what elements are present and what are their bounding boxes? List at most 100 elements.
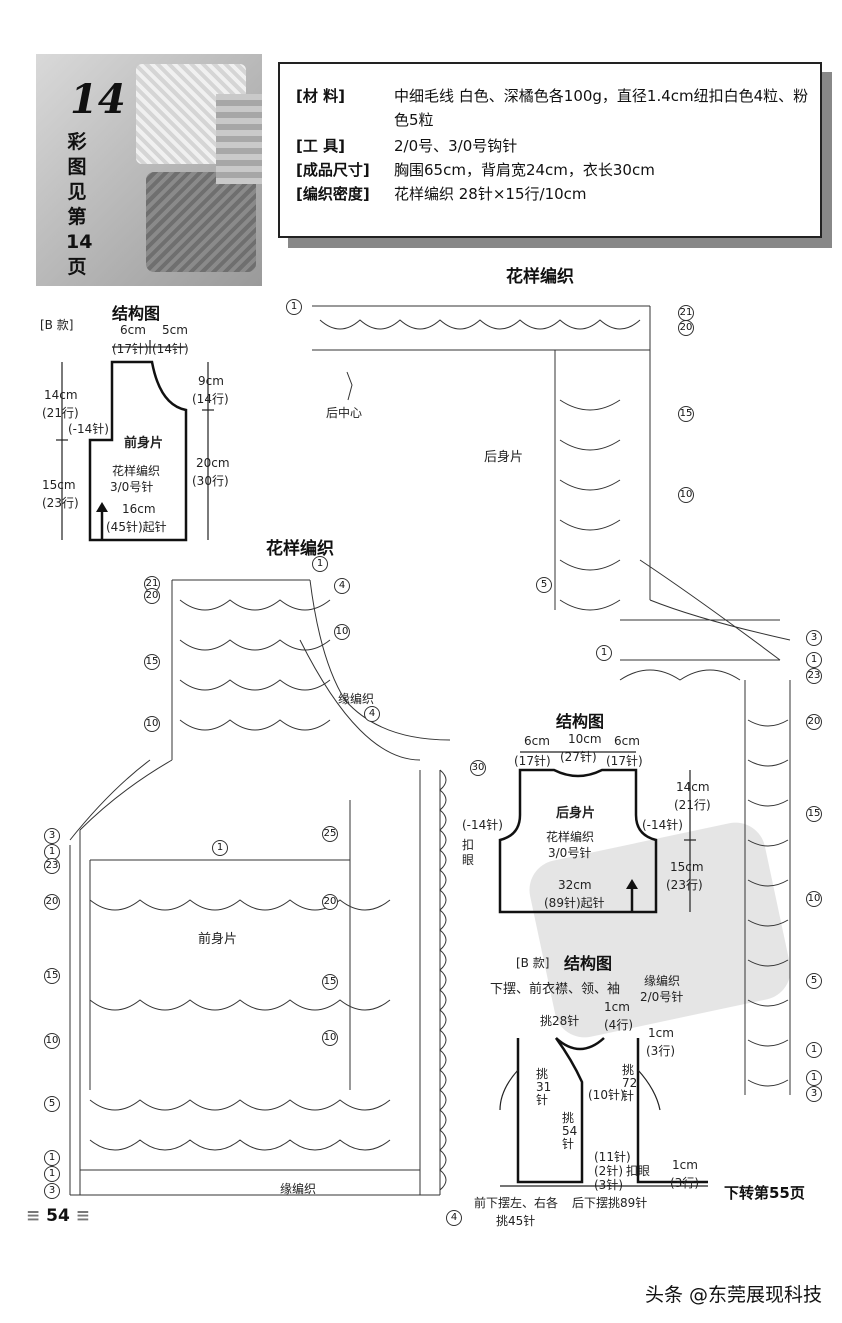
front-right2: 20cm — [196, 456, 230, 470]
row-mark: 1 — [286, 299, 302, 315]
front-dec: (-14针) — [68, 422, 109, 436]
row-mark: 1 — [44, 1150, 60, 1166]
row-mark: 20 — [322, 894, 338, 910]
row-mark: 20 — [44, 894, 60, 910]
back-bottom: 32cm — [558, 878, 592, 892]
front-chart — [69, 579, 451, 1196]
edging-s10: (10针) — [588, 1088, 625, 1102]
row-mark: 4 — [364, 706, 380, 722]
edging-c2: 1cm — [648, 1026, 674, 1040]
spec-gauge: [编织密度]花样编织 28针×15行/10cm — [296, 185, 587, 203]
edging-c3: 1cm — [672, 1158, 698, 1172]
front-stitch: 花样编织 — [112, 464, 161, 478]
row-mark: 1 — [806, 652, 822, 668]
edging-pick28: 挑28针 — [540, 1014, 580, 1028]
edging-s3: (3针) — [594, 1178, 623, 1192]
back-right1s: (21行) — [674, 798, 711, 812]
front-top1: 6cm — [120, 323, 146, 337]
row-mark: 3 — [806, 1086, 822, 1102]
edging-pick72: 挑72针 — [622, 1063, 638, 1103]
back-chart — [312, 305, 791, 1095]
edging-title: 结构图 — [564, 954, 613, 973]
edging-armhole-left — [499, 1069, 519, 1111]
back-arrow-head — [626, 879, 638, 889]
back-structure-title: 结构图 — [556, 712, 605, 731]
row-mark: 23 — [44, 858, 60, 874]
row-mark: 15 — [44, 968, 60, 984]
front-chart-piece: 前身片 — [198, 932, 238, 947]
spec-size: [成品尺寸]胸围65cm，背肩宽24cm，衣长30cm — [296, 161, 655, 179]
back-stitch: 花样编织 — [546, 830, 595, 844]
row-mark: 5 — [536, 577, 552, 593]
edging-left-front — [516, 1037, 584, 1184]
row-mark: 3 — [44, 828, 60, 844]
back-top1: 6cm — [524, 734, 550, 748]
row-mark: 10 — [806, 891, 822, 907]
row-mark: 1 — [44, 1166, 60, 1182]
front-hem-edge: 缘编织 — [280, 1182, 317, 1196]
edging-right-front — [636, 1038, 708, 1184]
row-mark: 1 — [596, 645, 612, 661]
front-structure-title: 结构图 — [112, 304, 161, 323]
back-decL: (-14针) — [462, 818, 503, 832]
spec-tools: [工 具]2/0号、3/0号钩针 — [296, 137, 518, 155]
row-mark: 15 — [322, 974, 338, 990]
plaid-shirt-photo — [216, 94, 262, 184]
front-left2s: (23行) — [42, 496, 79, 510]
row-mark: 23 — [806, 668, 822, 684]
edging-c1s: (4行) — [604, 1018, 633, 1032]
row-mark: 20 — [806, 714, 822, 730]
front-bottoms: (45针)起针 — [106, 520, 167, 534]
back-top1s: (17针) — [514, 754, 551, 768]
front-top2s: (14针) — [152, 342, 189, 356]
row-mark: 5 — [44, 1096, 60, 1112]
continue-note: 下转第55页 — [724, 1184, 805, 1202]
edging-c3s: (3行) — [670, 1176, 699, 1190]
back-top2: 10cm — [568, 732, 602, 746]
edging-c1: 1cm — [604, 1000, 630, 1014]
specs-box: [材 料]中细毛线 白色、深橘色各100g，直径1.4cm纽扣白色4粒、粉色5粒… — [278, 62, 822, 238]
row-mark: 25 — [322, 826, 338, 842]
back-top3: 6cm — [614, 734, 640, 748]
row-mark: 15 — [806, 806, 822, 822]
edging-back-hem: 后下摆挑89针 — [572, 1196, 648, 1210]
front-top2: 5cm — [162, 323, 188, 337]
row-mark: 21 — [678, 305, 694, 321]
row-mark: 4 — [446, 1210, 462, 1226]
row-mark: 10 — [44, 1033, 60, 1049]
front-top1s: (17针) — [112, 342, 149, 356]
front-pattern-title: 花样编织 — [266, 539, 334, 559]
edging-neck — [555, 1037, 605, 1051]
back-hook: 3/0号针 — [548, 846, 592, 860]
row-mark: 30 — [470, 760, 486, 776]
row-mark: 10 — [678, 487, 694, 503]
back-bottoms: (89针)起针 — [544, 896, 605, 910]
front-left1: 14cm — [44, 388, 78, 402]
orange-vest-photo — [146, 172, 256, 272]
row-mark: 10 — [144, 716, 160, 732]
row-mark: 1 — [806, 1042, 822, 1058]
edging-subtitle: 下摆、前衣襟、领、袖 — [490, 982, 621, 997]
edging-pick31: 挑31针 — [536, 1067, 552, 1107]
front-left1s: (21行) — [42, 406, 79, 420]
row-mark: 10 — [322, 1030, 338, 1046]
front-outline — [88, 360, 188, 542]
edging-hook: 2/0号针 — [640, 990, 684, 1004]
front-right2s: (30行) — [192, 474, 229, 488]
edging-s11: (11针) — [594, 1150, 631, 1164]
page-number: 54 — [26, 1206, 90, 1226]
front-right1: 9cm — [198, 374, 224, 388]
back-right2: 15cm — [670, 860, 704, 874]
back-center: 后中心 — [326, 406, 363, 420]
row-mark: 1 — [212, 840, 228, 856]
edging-c2s: (3行) — [646, 1044, 675, 1058]
front-hook: 3/0号针 — [110, 480, 154, 494]
front-buttonhole: 扣眼 — [462, 838, 475, 867]
row-mark: 20 — [144, 588, 160, 604]
see-color-page: 彩图见第14页 — [66, 131, 93, 278]
back-chart-piece: 后身片 — [484, 450, 524, 465]
front-edge-label: 缘编织 — [338, 692, 375, 706]
edging-pick45: 挑45针 — [496, 1214, 536, 1228]
spec-materials: [材 料]中细毛线 白色、深橘色各100g，直径1.4cm纽扣白色4粒、粉色5粒 — [296, 87, 809, 129]
